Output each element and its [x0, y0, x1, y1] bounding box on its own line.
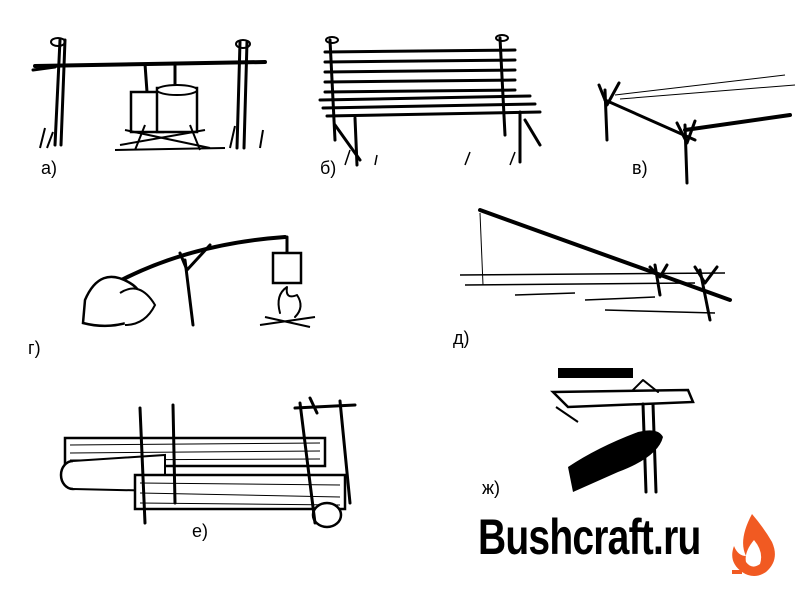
fishing-rod-drawing [459, 208, 732, 322]
flame-icon [732, 514, 775, 576]
rod-holder-drawing [597, 74, 796, 185]
bench-drawing [318, 34, 542, 167]
caption-v: в) [632, 158, 648, 178]
caption-d: д) [453, 328, 470, 348]
pot-hanger-drawing [81, 235, 316, 328]
cooking-crossbar-drawing [31, 37, 267, 151]
log-trap-drawing [59, 396, 357, 529]
caption-b: б) [320, 158, 337, 178]
brand-wordmark: Bushcraft.ru [478, 509, 701, 565]
caption-g: г) [28, 338, 41, 358]
caption-e: е) [192, 521, 209, 541]
caption-a: а) [41, 158, 58, 178]
caption-zh: ж) [482, 478, 501, 498]
rifle-rest-drawing [550, 368, 695, 494]
